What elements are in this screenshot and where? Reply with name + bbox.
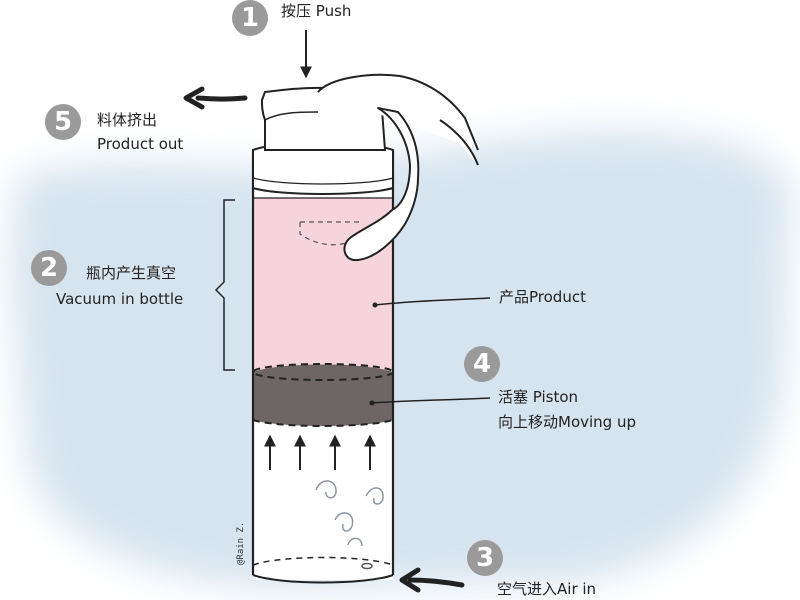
bottle-bottom [252, 574, 394, 584]
step-badge-3: 3 [467, 540, 503, 576]
watercolor-background [11, 130, 792, 590]
step-4-en: Piston [532, 388, 579, 406]
step-1-en: Push [315, 2, 352, 20]
product-label-en: Product [529, 288, 586, 306]
product-leader-line [374, 297, 491, 306]
step-badge-4: 4 [464, 346, 500, 382]
step-3-zh: 空气进入 [497, 580, 558, 598]
product-label-zh: 产品 [499, 288, 530, 306]
piston [253, 364, 393, 426]
air-swirls [315, 480, 384, 570]
step-5-zh: 料体挤出 [97, 111, 158, 129]
step-1-label: 按压 Push [281, 0, 351, 22]
step-3-en: Air in [557, 580, 597, 598]
step-2-label: 瓶内产生真空 Vacuum in bottle [56, 260, 183, 312]
vacuum-bracket [214, 199, 235, 371]
piston-leader-line [371, 397, 491, 404]
hand [317, 73, 479, 262]
product-label: 产品Product [499, 286, 586, 308]
step-4-zh2: 向上移动 [498, 413, 559, 431]
step-badge-5: 5 [45, 104, 81, 140]
step-2-en: Vacuum in bottle [56, 290, 184, 308]
air-in-arrow [407, 577, 465, 588]
step-1-zh: 按压 [281, 2, 312, 20]
step-2-zh: 瓶内产生真空 [86, 264, 177, 282]
step-5-en: Product out [97, 135, 184, 153]
step-4-en2: Moving up [558, 413, 637, 431]
step-3-label: 空气进入Air in [497, 578, 596, 600]
step-badge-1: 1 [232, 0, 268, 36]
step-badge-2: 2 [31, 250, 67, 286]
step-4-label: 活塞 Piston 向上移动Moving up [498, 385, 636, 435]
artist-signature: @Rain Z. [236, 521, 246, 565]
bottle [251, 150, 395, 584]
moving-up-arrows [264, 434, 376, 470]
step-5-label: 料体挤出 Product out [97, 108, 183, 156]
step-4-zh: 活塞 [498, 388, 529, 406]
product-out-arrow [195, 95, 248, 102]
